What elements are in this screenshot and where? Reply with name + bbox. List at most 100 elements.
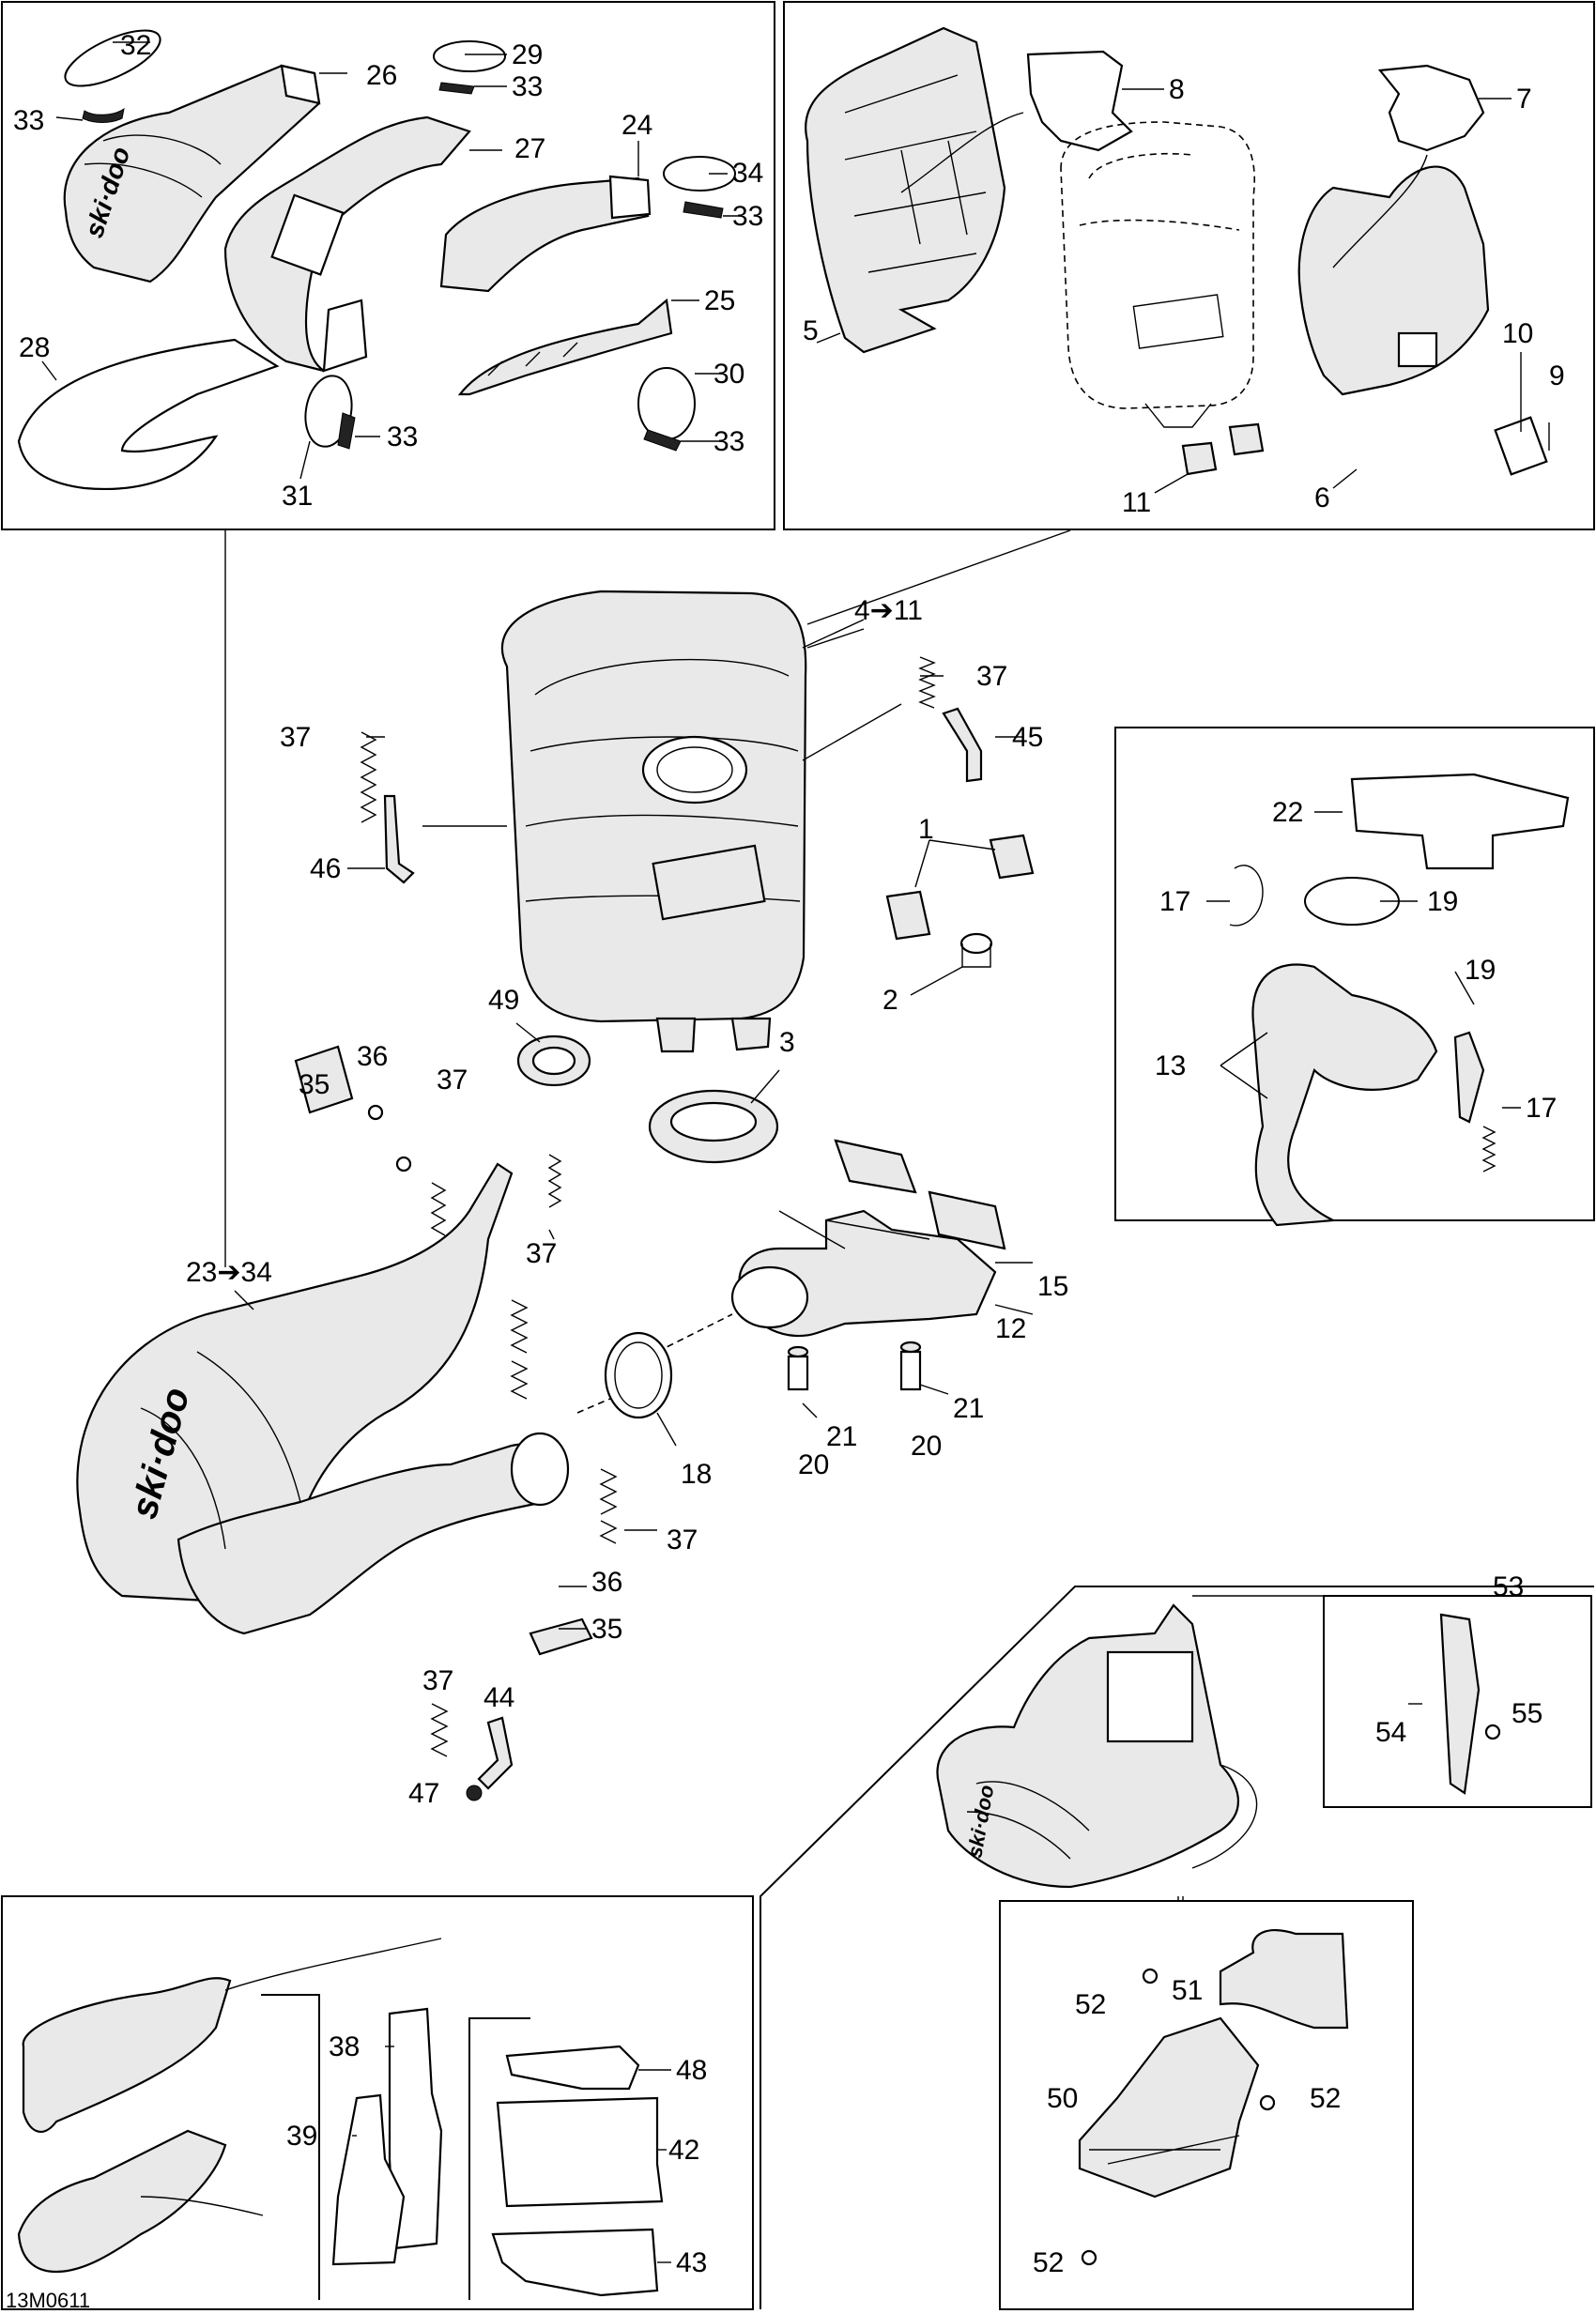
panel-right-middle [1114,727,1595,1227]
callout-6: 6 [1314,483,1330,513]
callout-18: 18 [681,1459,712,1490]
muffler-assembly [224,529,1071,1267]
part-50-bracket [1078,2016,1260,2199]
callout-9: 9 [1549,360,1565,391]
callout-29: 29 [512,39,543,70]
leaders-top-right [816,88,1550,494]
callout-17: 17 [1159,886,1190,917]
callout-52: 52 [1075,1989,1106,2020]
callout-20: 20 [911,1431,942,1462]
leaders-center [234,628,1034,1630]
callout-33: 33 [387,421,418,452]
part-42-shield [496,2096,664,2208]
callout-46: 46 [310,853,341,884]
part-6-rear-shield [1297,165,1548,476]
callout-52: 52 [1310,2083,1341,2114]
spring-37a [360,731,377,823]
callout-38: 38 [329,2031,360,2062]
exhaust-manifold [656,1139,1006,1391]
callout-35: 35 [299,1069,330,1100]
callout-31: 31 [282,481,313,512]
part-48-shield [505,2045,640,2091]
part-11-clips [1181,422,1265,476]
callout-26: 26 [366,60,397,91]
arrow-7-to-6 [1332,154,1428,268]
part-27-pipe-shell-inner [223,115,471,373]
part-25-pipe-elbow-bottom [457,298,673,396]
callout-52: 52 [1033,2247,1064,2278]
part-43-shield [491,2228,659,2297]
callout-17: 17 [1526,1093,1557,1124]
callout-37: 37 [437,1065,468,1096]
callout-1: 1 [918,814,934,845]
muffler-ghost-outline [1060,121,1256,428]
manifold-13 [1251,963,1438,1227]
callout-5: 5 [803,315,819,346]
seal-18 [604,1331,673,1419]
part-26-pipe-shell: ski·doo [63,64,321,284]
callout-37: 37 [976,661,1007,692]
callout-33: 33 [512,71,543,102]
callout-39: 39 [286,2121,317,2152]
panel-link-line-right [806,529,1071,625]
callout-25: 25 [704,285,735,316]
callout-21: 21 [826,1421,857,1452]
bracket-46 [383,794,415,884]
part-24-pipe-elbow-top [439,175,652,293]
callout-23-to-34: 23➔34 [186,1257,272,1288]
callout-20: 20 [798,1449,829,1480]
callout-45: 45 [1012,722,1043,753]
callout-30: 30 [714,359,744,390]
callout-32: 32 [120,30,151,61]
callout-11: 11 [1122,487,1151,518]
part-28-heat-pad [17,338,280,490]
panel-bottom-right: ski·doo [760,1586,1594,2310]
callout-47: 47 [408,1778,439,1809]
callout-42: 42 [668,2135,699,2166]
callout-10: 10 [1502,318,1533,349]
grommet-2 [959,932,993,955]
callout-13: 13 [1155,1050,1186,1081]
panel-top-left: ski·doo [1,1,775,530]
callout-37: 37 [280,722,311,753]
callout-43: 43 [676,2247,707,2278]
diagram-code: 13M0611 [6,2289,90,2312]
callout-19: 19 [1465,955,1496,986]
callout-15: 15 [1037,1271,1068,1302]
callout-53: 53 [1493,1571,1524,1602]
callout-37: 37 [667,1525,698,1555]
callout-3: 3 [779,1027,795,1058]
callout-12: 12 [995,1313,1026,1344]
callout-34: 34 [732,158,763,189]
callout-8: 8 [1169,74,1185,105]
part-7-insulation-pad [1377,64,1485,152]
callout-27: 27 [514,133,545,164]
springs-and-brackets [294,656,1035,1801]
callout-55: 55 [1512,1698,1542,1729]
arrow-8-to-5 [900,112,1024,193]
part-51-shield [1219,1929,1349,2030]
callout-49: 49 [488,985,519,1016]
callout-22: 22 [1272,797,1303,828]
callout-36: 36 [591,1567,622,1598]
callout-37: 37 [526,1238,557,1269]
callout-33: 33 [13,105,44,136]
bracket-45 [942,707,983,783]
callout-36: 36 [357,1041,388,1072]
tuned-pipe-23: ski·doo [76,1162,673,1635]
callout-7: 7 [1516,84,1532,115]
bracket-44 [477,1716,514,1790]
callout-33: 33 [732,201,763,232]
callout-48: 48 [676,2055,707,2086]
part-22-pad [1350,773,1570,870]
panel-bottom-left [1,1895,754,2310]
callout-4-to-11: 4➔11 [854,595,923,626]
callout-24: 24 [622,110,652,141]
callout-28: 28 [19,332,50,363]
panel-top-right: 8 7 5 11 6 10 9 [783,1,1595,530]
callout-54: 54 [1375,1717,1406,1748]
callout-35: 35 [591,1614,622,1645]
part-8-insulation-pad [1026,50,1133,152]
callout-33: 33 [714,426,744,457]
